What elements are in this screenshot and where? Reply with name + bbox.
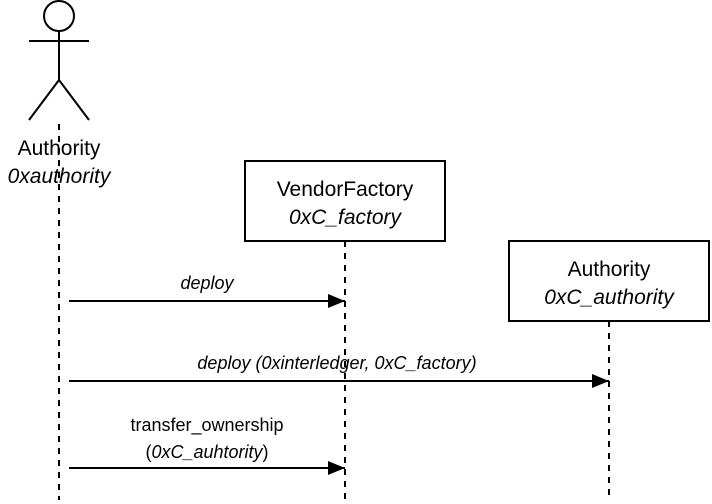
participant-address: 0xC_factory: [289, 206, 403, 229]
args-value: 0xC_auhtority: [151, 442, 263, 462]
message-deploy-authority-label: deploy (0xinterledger, 0xC_factory): [197, 353, 476, 373]
message-transfer-ownership-label: transfer_ownership: [130, 415, 283, 436]
participant-name: Authority: [568, 258, 651, 281]
participant-address: 0xC_authority: [544, 286, 675, 309]
participant-name: VendorFactory: [277, 178, 414, 201]
participant-authority-contract: Authority 0xC_authority: [508, 240, 710, 322]
actor-stick-figure-icon: [28, 0, 90, 121]
participant-vendorfactory: VendorFactory 0xC_factory: [244, 160, 446, 242]
message-deploy-label: deploy: [180, 273, 234, 293]
message-transfer-ownership-args: (0xC_auhtority): [145, 442, 268, 462]
args-open-paren: (: [145, 442, 151, 462]
args-close-paren: ): [263, 442, 269, 462]
